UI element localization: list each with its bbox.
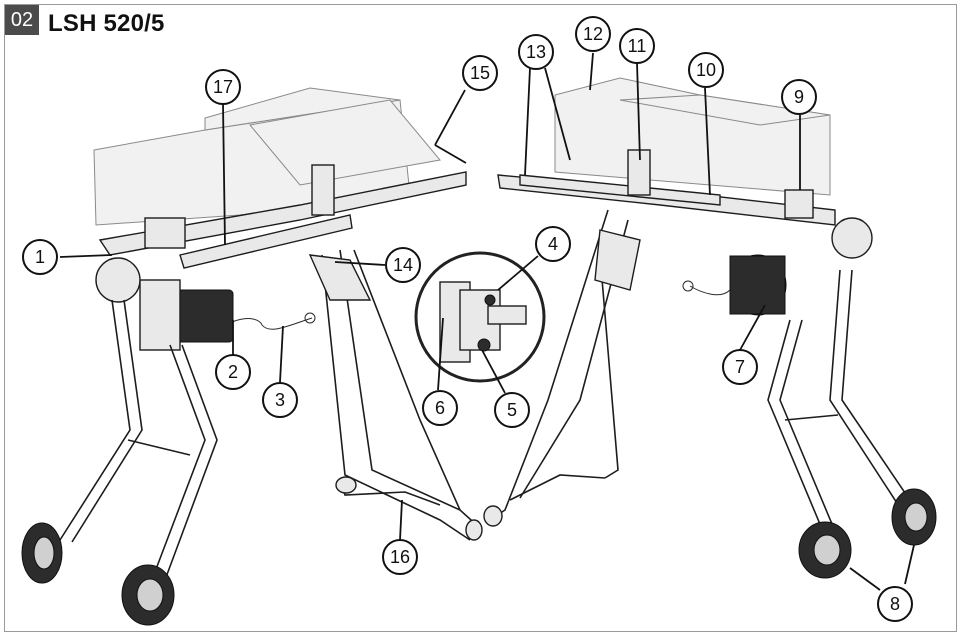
svg-text:16: 16 xyxy=(390,547,410,567)
right-wheel-2 xyxy=(891,488,937,546)
callout-15: 15 xyxy=(462,55,498,91)
right-crossbar xyxy=(784,414,839,421)
left-gear xyxy=(95,257,141,303)
detail-slide xyxy=(487,305,527,325)
leader-lines xyxy=(59,52,915,591)
right-leg-a xyxy=(767,319,836,561)
callout-2: 2 xyxy=(215,354,251,390)
callout-9: 9 xyxy=(781,79,817,115)
svg-text:11: 11 xyxy=(628,36,647,56)
right-rail xyxy=(519,174,721,206)
detail-bolt-bottom xyxy=(477,338,491,352)
right-stand-leg-c xyxy=(599,254,619,479)
figure-frame xyxy=(4,4,957,632)
detail-bolt-top xyxy=(484,294,496,306)
left-stand-leg-a xyxy=(321,254,471,541)
left-motor xyxy=(174,289,234,343)
svg-text:9: 9 xyxy=(794,87,804,107)
callout-3: 3 xyxy=(262,382,298,418)
right-gear xyxy=(831,217,873,259)
right-motor-body xyxy=(729,255,786,315)
callout-16: 16 xyxy=(382,539,418,575)
callout-5: 5 xyxy=(494,392,530,428)
right-leg-a-b xyxy=(779,319,846,556)
svg-text:1: 1 xyxy=(35,247,45,267)
right-leg-b xyxy=(829,269,909,521)
svg-text:6: 6 xyxy=(435,398,445,418)
left-stand-leg-b xyxy=(339,249,481,529)
left-leg-inner xyxy=(149,344,206,586)
left-leg-outer xyxy=(59,299,131,541)
right-machine xyxy=(483,77,937,579)
callout-7: 7 xyxy=(722,349,758,385)
detail-inset xyxy=(414,251,546,383)
right-leg-clamp xyxy=(594,229,641,291)
left-wheel-1 xyxy=(21,522,63,584)
callout-17: 17 xyxy=(205,69,241,105)
left-plug xyxy=(304,312,316,324)
left-foot-cap-2 xyxy=(465,519,483,541)
left-motor-mount xyxy=(139,279,181,351)
svg-text:13: 13 xyxy=(526,42,546,62)
right-leg-b-b xyxy=(841,269,919,513)
svg-text:4: 4 xyxy=(548,234,558,254)
right-power-cord xyxy=(689,285,731,296)
callout-10: 10 xyxy=(688,52,724,88)
figure-title: LSH 520/5 xyxy=(48,10,165,37)
left-leg-outer-b xyxy=(71,299,143,543)
left-cover-inner xyxy=(249,99,441,186)
svg-text:17: 17 xyxy=(213,77,233,97)
right-plug xyxy=(682,280,694,292)
left-leg-clamp xyxy=(308,254,372,301)
left-machine xyxy=(21,87,483,626)
left-cover-top xyxy=(204,87,401,131)
left-foot-cap xyxy=(335,476,357,494)
left-crossbar xyxy=(127,439,191,456)
callout-12: 12 xyxy=(575,16,611,52)
right-cover-top xyxy=(619,94,831,126)
callout-13: 13 xyxy=(518,34,554,70)
callout-1: 1 xyxy=(22,239,58,275)
svg-text:3: 3 xyxy=(275,390,285,410)
left-power-cord xyxy=(231,317,313,330)
left-stand-leg-c xyxy=(353,249,461,511)
svg-text:10: 10 xyxy=(696,60,716,80)
left-leg-inner-b xyxy=(161,344,218,589)
callout-4: 4 xyxy=(535,226,571,262)
svg-text:8: 8 xyxy=(890,594,900,614)
svg-text:12: 12 xyxy=(583,24,603,44)
callout-11: 11 xyxy=(619,28,655,64)
left-wedge xyxy=(311,164,335,216)
figure-number-badge: 02 xyxy=(5,5,39,35)
right-foot-cap xyxy=(483,505,503,527)
left-push-plate xyxy=(144,217,186,249)
svg-text:14: 14 xyxy=(393,255,413,275)
right-foot xyxy=(509,474,606,501)
callout-8: 8 xyxy=(877,586,913,622)
left-rail xyxy=(179,214,353,269)
left-wheel-2 xyxy=(121,564,175,626)
callout-14: 14 xyxy=(385,247,421,283)
right-wheel-1 xyxy=(798,521,852,579)
callout-6: 6 xyxy=(422,390,458,426)
right-control-box xyxy=(784,189,814,219)
svg-text:15: 15 xyxy=(470,63,490,83)
svg-text:5: 5 xyxy=(507,400,517,420)
svg-text:2: 2 xyxy=(228,362,238,382)
svg-text:7: 7 xyxy=(735,357,745,377)
